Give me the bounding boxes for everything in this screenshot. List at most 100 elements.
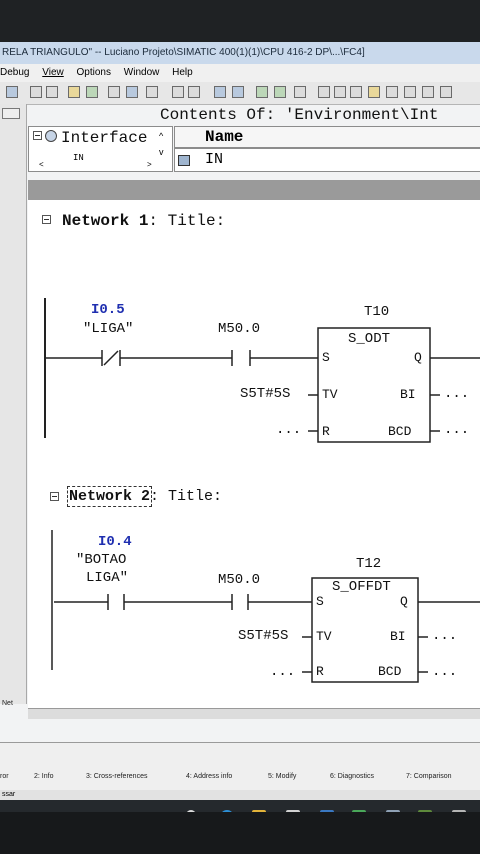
network-2-collapse-icon[interactable]: [50, 492, 59, 501]
empty-box-icon[interactable]: [368, 86, 380, 98]
next-network-icon[interactable]: [188, 86, 200, 98]
status-bar: ssar: [0, 790, 480, 800]
app-icon[interactable]: [386, 810, 400, 812]
contact-no-icon[interactable]: [318, 86, 330, 98]
menu-help[interactable]: Help: [172, 67, 193, 78]
tab-comparison[interactable]: 7: Comparison: [406, 773, 452, 780]
overview-icon[interactable]: [214, 86, 226, 98]
network-2-label[interactable]: Network 2: [66, 486, 153, 507]
status-text: ssar: [2, 791, 16, 798]
interface-tree: Interface ^ IN < > v: [28, 126, 173, 172]
tab-info[interactable]: 2: Info: [34, 773, 54, 780]
windows-taskbar: [0, 800, 480, 812]
window-title: RELA TRIANGULO" -- Luciano Projeto\SIMAT…: [0, 42, 480, 64]
n2-pin-bcd: BCD: [378, 664, 402, 679]
tab-error[interactable]: ror: [0, 773, 9, 780]
menu-window[interactable]: Window: [123, 67, 160, 78]
store-icon[interactable]: [286, 810, 300, 812]
glasses-icon[interactable]: [146, 86, 158, 98]
n2-contact1-address: I0.4: [98, 534, 132, 550]
interface-child-item[interactable]: IN: [73, 153, 84, 163]
name-row-value: IN: [205, 151, 224, 168]
task-view-icon[interactable]: [186, 810, 196, 812]
n1-bcd-value[interactable]: ...: [444, 422, 470, 438]
n1-block-type[interactable]: S_ODT: [348, 331, 391, 347]
stl-icon[interactable]: [294, 86, 306, 98]
scroll-down-icon[interactable]: v: [159, 147, 164, 157]
fbd-icon[interactable]: [274, 86, 286, 98]
n1-pin-r: R: [322, 424, 330, 439]
n1-timer-name: T10: [364, 304, 390, 320]
details-tabs: ror 2: Info 3: Cross-references 4: Addre…: [0, 742, 480, 791]
save-icon[interactable]: [6, 86, 18, 98]
lad-editor-icon[interactable]: [418, 810, 432, 812]
n1-contact1-symbol: "LIGA": [83, 321, 134, 337]
lad-icon[interactable]: [256, 86, 268, 98]
scroll-right-icon[interactable]: >: [147, 160, 152, 169]
name-header-label: Name: [205, 128, 244, 146]
n2-tv-value[interactable]: S5T#5S: [238, 628, 289, 644]
network-1-collapse-icon[interactable]: [42, 215, 51, 224]
collapse-icon[interactable]: [33, 131, 42, 140]
download-icon[interactable]: [86, 86, 98, 98]
menu-bar: Debug View Options Window Help: [0, 64, 480, 82]
left-panel: Net: [0, 104, 27, 707]
interface-icon: [45, 130, 57, 142]
breakpoint-icon[interactable]: [172, 86, 184, 98]
connection-icon[interactable]: [422, 86, 434, 98]
redo-icon[interactable]: [46, 86, 58, 98]
name-row[interactable]: IN: [174, 148, 480, 172]
insert-network-icon[interactable]: [440, 86, 452, 98]
compile-icon[interactable]: [68, 86, 80, 98]
network-1-label: Network 1: [62, 212, 149, 230]
scroll-left-icon[interactable]: <: [39, 160, 44, 169]
n2-pin-r: R: [316, 664, 324, 679]
n1-pin-bcd: BCD: [388, 424, 412, 439]
scroll-up-icon[interactable]: ^: [159, 131, 164, 141]
file-explorer-icon[interactable]: [252, 810, 266, 812]
monitor-bezel-bottom: [0, 812, 480, 854]
n1-pin-q: Q: [414, 350, 422, 365]
n1-pin-bi: BI: [400, 387, 416, 402]
tab-modify[interactable]: 5: Modify: [268, 773, 297, 780]
n2-bcd-value[interactable]: ...: [432, 664, 458, 680]
panel-tab-net[interactable]: Net: [2, 700, 13, 707]
network-1-power-rail: [44, 298, 46, 438]
monitor-icon[interactable]: [108, 86, 120, 98]
interface-label[interactable]: Interface: [61, 129, 148, 147]
edge-icon[interactable]: [220, 810, 234, 812]
contact-nc-icon[interactable]: [334, 86, 346, 98]
n2-r-value[interactable]: ...: [270, 664, 296, 680]
n1-tv-value[interactable]: S5T#5S: [240, 386, 291, 402]
coil-icon[interactable]: [350, 86, 362, 98]
contents-header: Contents Of: 'Environment\Int: [160, 106, 439, 124]
horizontal-scrollbar[interactable]: [28, 708, 480, 719]
undo-icon[interactable]: [30, 86, 42, 98]
n2-bi-value[interactable]: ...: [432, 628, 458, 644]
name-column-header: Name: [174, 126, 480, 148]
menu-debug[interactable]: Debug: [0, 67, 30, 78]
n2-block-type[interactable]: S_OFFDT: [332, 579, 391, 595]
menu-view[interactable]: View: [42, 67, 64, 78]
n2-pin-q: Q: [400, 594, 408, 609]
menu-options[interactable]: Options: [76, 67, 111, 78]
open-branch-icon[interactable]: [386, 86, 398, 98]
network-2-header: Network 2: Title:: [66, 486, 222, 507]
tab-cross-references[interactable]: 3: Cross-references: [86, 773, 148, 780]
n1-r-value[interactable]: ...: [276, 422, 302, 438]
tab-diagnostics[interactable]: 6: Diagnostics: [330, 773, 374, 780]
panel-close-icon[interactable]: [2, 108, 20, 119]
details-icon[interactable]: [232, 86, 244, 98]
extra-app-icon[interactable]: [452, 810, 466, 812]
simatic-editor-window: RELA TRIANGULO" -- Luciano Projeto\SIMAT…: [0, 42, 480, 812]
simatic-manager-icon[interactable]: [352, 810, 366, 812]
n2-pin-bi: BI: [390, 629, 406, 644]
n2-contact2-address: M50.0: [218, 572, 261, 588]
tab-address-info[interactable]: 4: Address info: [186, 773, 233, 780]
close-branch-icon[interactable]: [404, 86, 416, 98]
mail-icon[interactable]: [320, 810, 334, 812]
online-icon[interactable]: [126, 86, 138, 98]
parameter-icon: [178, 155, 190, 166]
n2-pin-s: S: [316, 594, 324, 609]
n1-bi-value[interactable]: ...: [444, 386, 470, 402]
